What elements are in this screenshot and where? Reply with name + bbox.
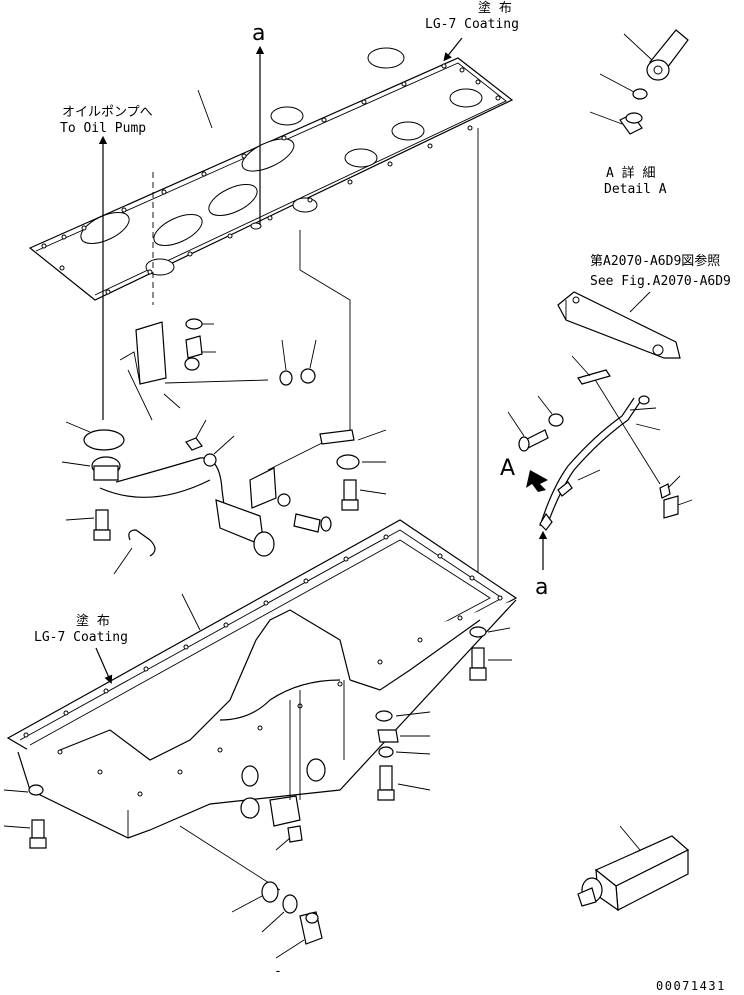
heater-element: [577, 825, 690, 912]
dipstick-bolts: [507, 395, 693, 519]
see-fig-en: See Fig.A2070-A6D9: [590, 274, 731, 289]
coating-bottom: 塗 布 LG-7 Coating: [34, 613, 128, 684]
view-a-label: A: [500, 456, 515, 481]
mid-bracket: [119, 318, 317, 421]
gasket-plate: [28, 47, 514, 301]
dipstick-bracket: [557, 291, 681, 359]
oil-pump-label-jp: オイルポンプへ: [62, 105, 153, 120]
arrow-a-top: a: [252, 21, 265, 225]
view-a-arrow: A: [500, 456, 548, 492]
drawing-number: 00071431: [656, 979, 726, 993]
coating-bottom-jp: 塗 布: [76, 613, 110, 629]
pan-flange-holes: [23, 534, 503, 797]
arrow-a-bottom-label: a: [535, 575, 548, 600]
detail-a: A 詳 細 Detail A: [589, 29, 689, 197]
pan-right-fasteners: [375, 626, 512, 801]
oil-pump-arrow: オイルポンプへ To Oil Pump: [60, 105, 153, 420]
gasket-bolt-holes: [41, 63, 501, 295]
dipstick-tube: [539, 355, 661, 531]
drain-plug: [179, 825, 323, 959]
coating-top: 塗 布 LG-7 Coating: [425, 0, 519, 62]
see-fig-jp: 第A2070-A6D9図参照: [590, 253, 720, 269]
oil-pan: [6, 519, 518, 839]
small-mark: -: [274, 964, 282, 979]
left-bolts: [65, 509, 156, 575]
arrow-a-bottom: a: [535, 530, 548, 600]
coating-bottom-en: LG-7 Coating: [34, 630, 128, 645]
detail-a-jp: A 詳 細: [606, 165, 655, 181]
coating-top-jp: 塗 布: [478, 0, 512, 16]
centre-fasteners: [185, 419, 387, 533]
pan-left-fasteners: [3, 784, 47, 849]
arrow-a-top-label: a: [252, 21, 265, 46]
oil-pump-label-en: To Oil Pump: [60, 121, 146, 136]
detail-a-en: Detail A: [604, 182, 667, 197]
coating-top-en: LG-7 Coating: [425, 17, 519, 32]
oil-strainer: [61, 421, 275, 557]
